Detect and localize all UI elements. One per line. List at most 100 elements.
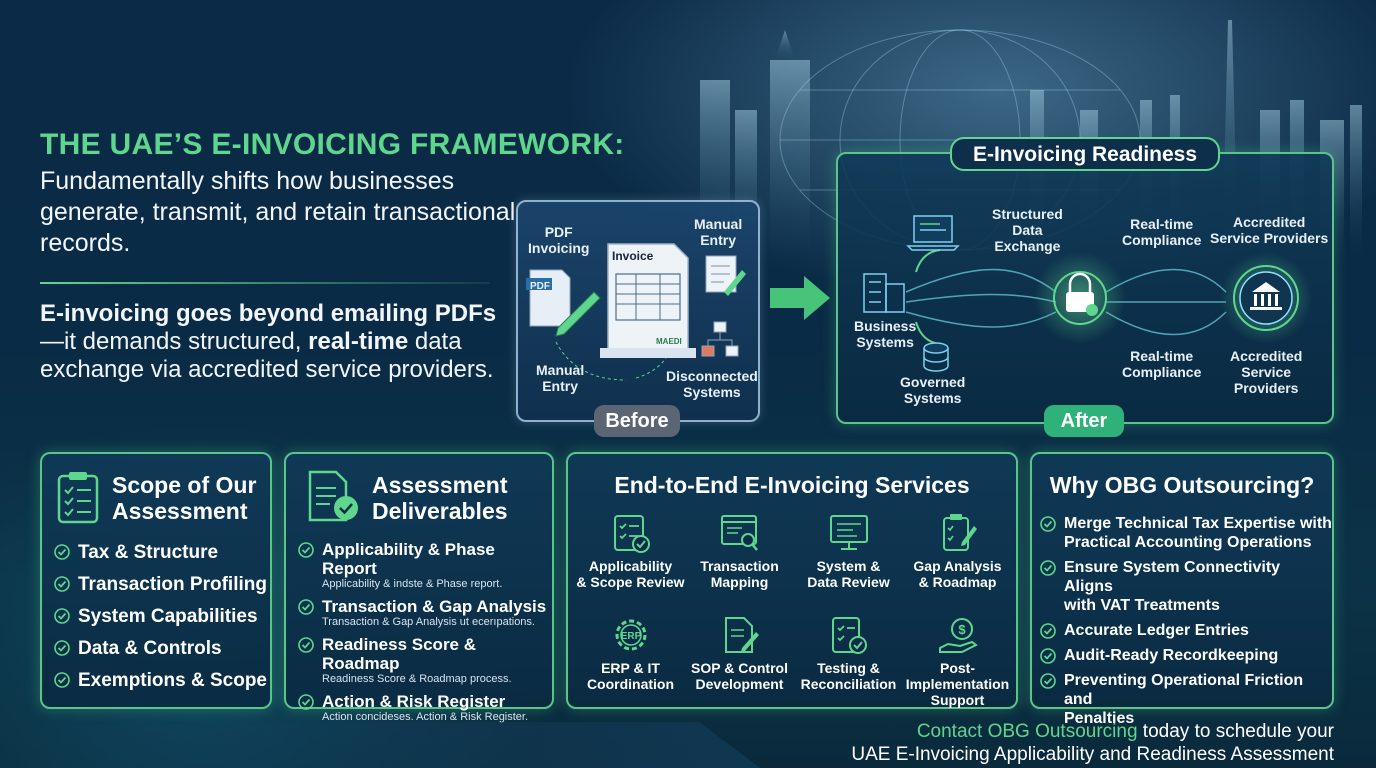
lead-text-2: data exchange via accredited service pro… <box>40 328 494 383</box>
list-item: Transaction Profiling <box>54 574 267 596</box>
check-circle-icon <box>1040 623 1056 639</box>
check-circle-icon <box>298 542 314 558</box>
list-item: Audit-Ready Recordkeeping <box>1040 646 1332 665</box>
scope-list: Tax & Structure Transaction Profiling Sy… <box>54 542 267 702</box>
building-icon <box>863 273 905 313</box>
before-badge: Before <box>594 405 680 437</box>
notepad-icon <box>705 255 746 296</box>
why-card: Why OBG Outsourcing? Merge Technical Tax… <box>1030 452 1334 727</box>
services-title: End-to-End E-Invoicing Services <box>614 472 970 498</box>
clipboard-edit-icon <box>942 514 977 551</box>
check-circle-icon <box>298 599 314 615</box>
check-circle-icon <box>54 608 70 624</box>
erp-gear-icon: ERP <box>615 619 646 651</box>
search-document-icon <box>720 515 758 551</box>
service-item: Gap Analysis& Roadmap <box>903 512 1012 614</box>
check-circle-icon <box>298 694 314 710</box>
label-invoice: Invoice <box>612 249 654 263</box>
document-pen-icon <box>724 617 759 653</box>
svg-text:ERP: ERP <box>620 631 641 642</box>
svg-text:$: $ <box>958 622 966 637</box>
check-circle-icon <box>298 637 314 653</box>
clipboard-checklist-icon <box>57 472 99 524</box>
service-item: Applicability& Scope Review <box>576 512 685 614</box>
lead-text-1: —it demands structured, <box>40 328 309 355</box>
invoice-document-icon <box>600 243 696 358</box>
check-circle-icon <box>54 640 70 656</box>
disconnected-systems-icon <box>701 321 739 357</box>
list-item: Exemptions & Scope <box>54 670 267 692</box>
bank-icon <box>1250 282 1282 310</box>
list-item: Accurate Ledger Entries <box>1040 621 1332 640</box>
why-title: Why OBG Outsourcing? <box>1049 472 1315 498</box>
divider <box>40 282 490 284</box>
checklist-verify-icon <box>831 617 867 654</box>
checklist-icon <box>613 515 650 553</box>
label-pdf-tag: PDF <box>530 281 550 292</box>
before-illustration <box>526 243 746 381</box>
lead-paragraph: E-invoicing goes beyond emailing PDFs—it… <box>40 300 510 384</box>
pdf-file-icon <box>526 269 601 337</box>
after-illustration <box>863 215 1312 372</box>
services-card: End-to-End E-Invoicing Services Applicab… <box>566 452 1018 709</box>
after-badge: After <box>1044 405 1124 437</box>
lead-bold-2: real-time <box>308 328 409 355</box>
check-circle-icon <box>1040 648 1056 664</box>
lock-icon <box>1066 272 1098 316</box>
check-circle-icon <box>1040 560 1056 576</box>
footer-line2: UAE E-Invoicing Applicability and Readin… <box>851 744 1334 765</box>
after-title-badge: E-Invoicing Readiness <box>950 137 1220 171</box>
footer-band <box>0 722 760 768</box>
monitor-icon <box>829 515 868 550</box>
service-item: System &Data Review <box>794 512 903 614</box>
footer-cta: Contact OBG Outsourcing today to schedul… <box>851 720 1334 766</box>
hand-coin-icon: $ <box>938 618 978 653</box>
document-check-icon <box>308 470 358 522</box>
list-item: System Capabilities <box>54 606 267 628</box>
label-stamp: MAEDI <box>656 337 682 346</box>
check-circle-icon <box>1040 673 1056 689</box>
service-item: Testing &Reconciliation <box>794 614 903 716</box>
check-circle-icon <box>54 544 70 560</box>
check-circle-icon <box>54 672 70 688</box>
database-icon <box>923 342 949 372</box>
page-title: THE UAE’S E-INVOICING FRAMEWORK: <box>40 128 625 161</box>
transition-arrow-icon <box>770 276 830 320</box>
list-item: Data & Controls <box>54 638 267 660</box>
footer-line1: today to schedule your <box>1137 721 1334 742</box>
footer-highlight: Contact OBG Outsourcing <box>916 721 1138 742</box>
list-item: Tax & Structure <box>54 542 267 564</box>
laptop-icon <box>906 215 960 251</box>
check-circle-icon <box>1040 516 1056 532</box>
check-circle-icon <box>54 576 70 592</box>
